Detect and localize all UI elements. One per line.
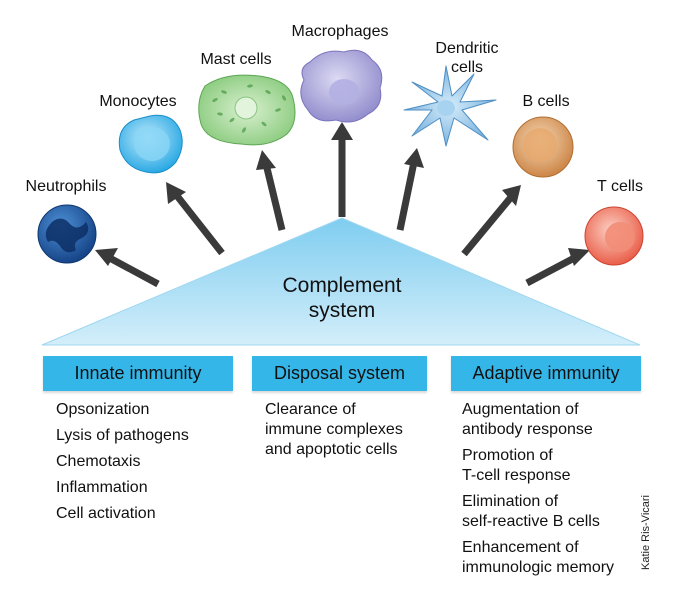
list-disposal-system: Clearance of immune complexes and apopto… [265,400,445,466]
b-cell-icon [512,116,574,178]
arrow-monocytes [171,189,225,256]
cell-label-mast-cells: Mast cells [200,51,272,68]
complement-triangle [41,217,641,346]
cell-label-neutrophils: Neutrophils [25,178,107,195]
arrowhead-monocytes [166,182,186,204]
list-item: Inflammation [56,479,148,496]
artist-credit: Katie Ris-Vicari [640,495,652,570]
list-adaptive-immunity: Augmentation of antibody response Promot… [462,400,647,584]
monocyte-cell-icon [118,114,183,174]
list-item: Promotion of T-cell response [462,447,571,484]
header-adaptive-immunity: Adaptive immunity [451,356,641,391]
list-item: Cell activation [56,505,156,522]
list-innate-immunity: Opsonization Lysis of pathogens Chemotax… [56,400,236,530]
arrowhead-mast-cells [256,150,276,170]
arrowhead-t-cells [568,248,590,266]
arrows [104,136,580,288]
cell-label-macrophages: Macrophages [291,23,389,40]
arrow-t-cells [525,252,580,287]
neutrophil-cell-icon [37,204,97,264]
mast-cell-icon [198,74,296,146]
header-disposal-system: Disposal system [252,356,427,391]
cell-label-dendritic-cells: Dendritic cells [435,40,499,76]
cell-label-t-cells: T cells [597,178,643,195]
arrowhead-macrophages [331,122,353,140]
arrow-mast-cells [262,163,286,231]
arrow-dendritic-cells [396,161,418,231]
list-item: Lysis of pathogens [56,427,189,444]
arrowhead-b-cells [502,185,521,206]
arrow-b-cells [461,193,515,257]
list-item: Enhancement of immunologic memory [462,539,615,576]
cell-label-b-cells: B cells [522,93,570,110]
list-item: Chemotaxis [56,453,141,470]
list-item: Augmentation of antibody response [462,401,593,438]
header-innate-immunity: Innate immunity [43,356,233,391]
arrow-neutrophils [104,252,160,288]
macrophage-cell-icon [300,49,383,123]
arrowhead-neutrophils [95,248,118,266]
complement-system-title: Complement system [282,274,402,322]
dendritic-cell-icon [403,65,497,147]
t-cell-icon [584,206,644,266]
cell-label-monocytes: Monocytes [99,93,177,110]
arrowheads [95,122,590,266]
list-item: Elimination of self-reactive B cells [462,493,600,530]
list-item: Opsonization [56,401,150,418]
list-item: Clearance of immune complexes and apopto… [265,401,403,458]
arrowhead-dendritic-cells [404,148,424,168]
